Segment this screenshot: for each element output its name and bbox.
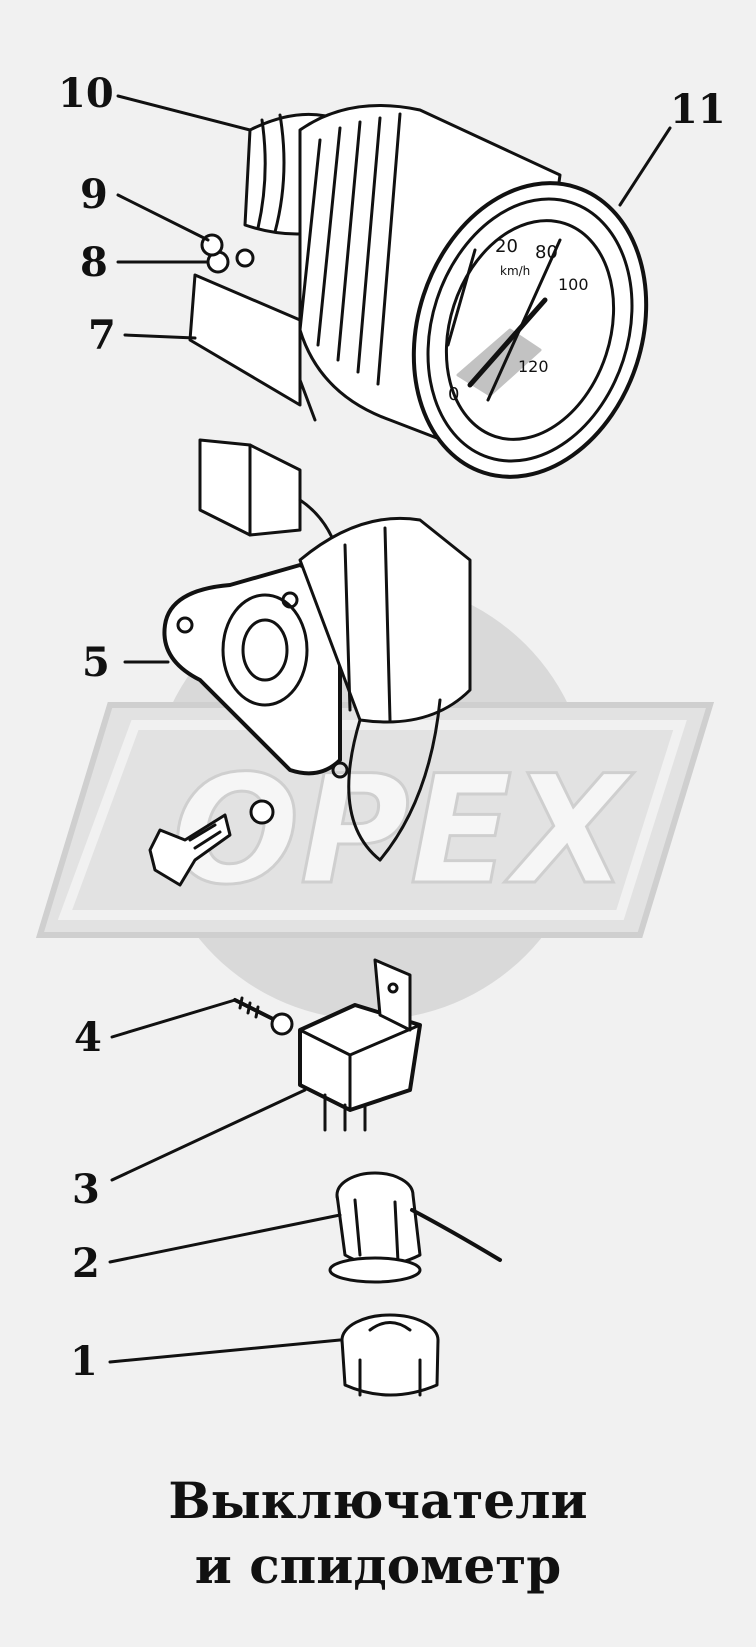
dial-tick-80: 80 xyxy=(535,242,558,263)
dial-tick-100: 100 xyxy=(558,275,589,294)
leader-3 xyxy=(110,1088,307,1182)
callout-2: 2 xyxy=(72,1240,100,1287)
leader-1 xyxy=(108,1338,342,1364)
dial-unit: km/h xyxy=(500,264,530,278)
leader-9 xyxy=(116,193,210,242)
callout-9: 9 xyxy=(80,171,108,218)
callout-8: 8 xyxy=(80,239,108,286)
callout-4: 4 xyxy=(74,1014,102,1061)
callout-1: 1 xyxy=(70,1338,98,1385)
switch-part-2 xyxy=(328,1171,502,1284)
screw-part-4 xyxy=(233,996,294,1036)
relay-part-3 xyxy=(298,958,422,1132)
dial-tick-120: 120 xyxy=(518,357,549,376)
leader-4 xyxy=(110,998,237,1039)
switch-part-1 xyxy=(340,1313,440,1397)
bracket-part-7 xyxy=(188,273,317,422)
leader-2 xyxy=(108,1213,342,1264)
callout-3: 3 xyxy=(72,1166,100,1213)
speedometer-needle xyxy=(467,297,548,388)
leader-7 xyxy=(123,333,197,340)
sensor-part-5 xyxy=(148,438,472,887)
dial-tick-20: 20 xyxy=(495,236,518,257)
watermark-text: OPEX xyxy=(172,744,634,918)
watermark-plate xyxy=(35,702,715,938)
callout-7: 7 xyxy=(88,312,116,359)
callout-5: 5 xyxy=(82,639,110,686)
callout-10: 10 xyxy=(58,70,114,117)
caption-line-1: Выключатели xyxy=(168,1471,588,1530)
dial-tick-0: 0 xyxy=(448,384,459,405)
caption-line-2: и спидометр xyxy=(194,1536,562,1595)
leader-lines xyxy=(108,94,672,1364)
callout-11: 11 xyxy=(670,86,726,133)
leader-11 xyxy=(618,126,672,207)
speedometer-part-11 xyxy=(243,104,649,479)
leader-10 xyxy=(116,94,252,132)
